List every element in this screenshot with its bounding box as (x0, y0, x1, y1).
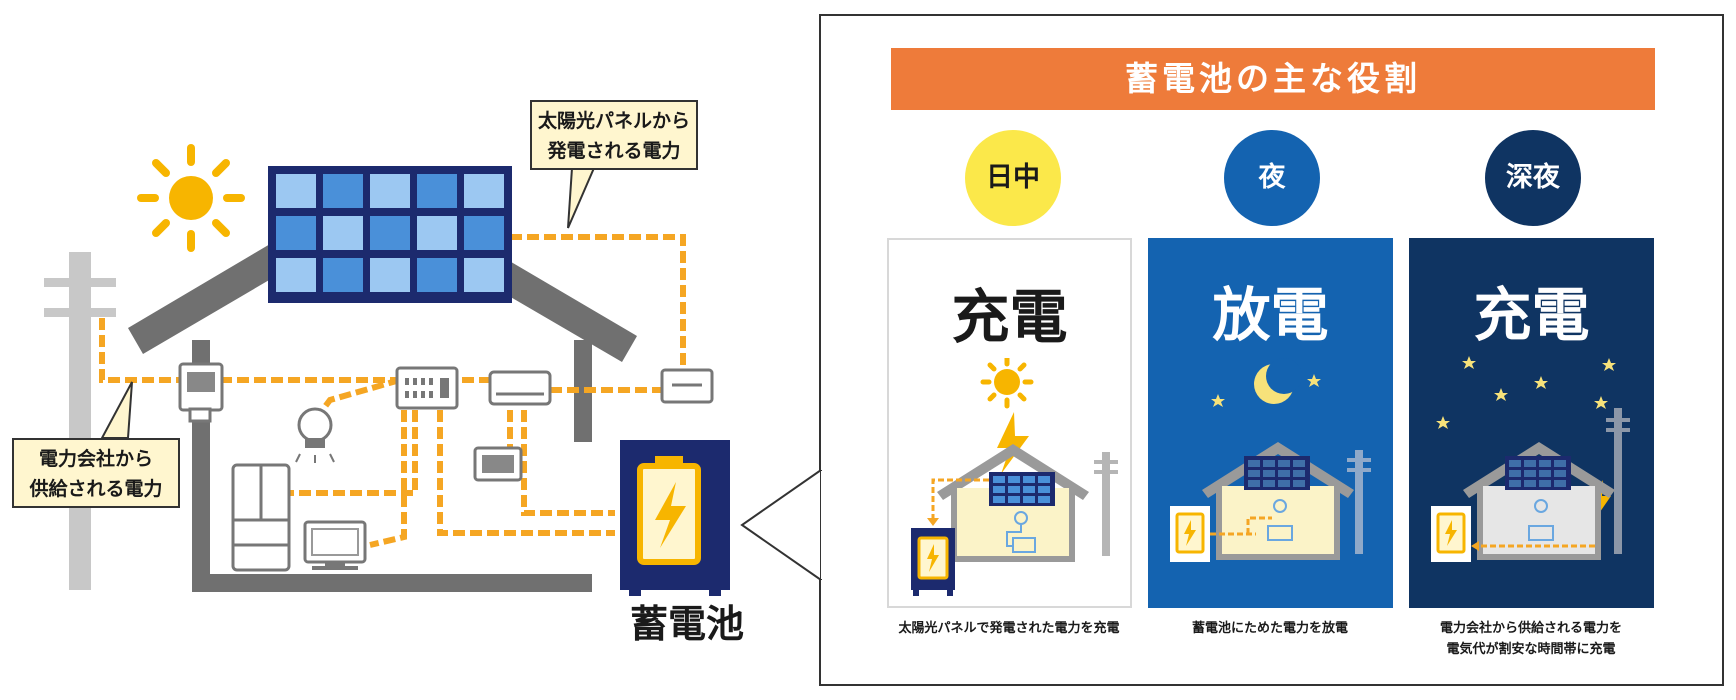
caption-night-line-1: 蓄電池にためた電力を放電 (1191, 621, 1348, 636)
daytime-illustration (911, 358, 1118, 596)
panel-pointer (740, 470, 827, 580)
stars-icon (1436, 356, 1616, 429)
utility-pole-icon (1606, 408, 1630, 554)
utility-pole-icon (1347, 450, 1371, 554)
solar-cell (323, 216, 363, 250)
card-night-title: 放電 (1212, 281, 1329, 349)
time-badge-night: 夜 (1224, 130, 1320, 226)
solar-cell (323, 174, 363, 208)
card-midnight-title: 充電 (1473, 281, 1590, 349)
distribution-board-icon (395, 366, 459, 410)
grid-callout-tail (100, 381, 133, 439)
time-badge-daytime: 日中 (965, 130, 1061, 226)
solar-cell (323, 258, 363, 292)
night-illustration (1170, 358, 1371, 562)
solar-power-callout: 太陽光パネルから 発電される電力 (530, 100, 698, 170)
storage-battery-icon (1170, 506, 1210, 562)
utility-pole-icon (1094, 452, 1118, 556)
solar-panel-icon (268, 166, 512, 303)
solar-cell (370, 174, 410, 208)
solar-cell (417, 216, 457, 250)
solar-cell (276, 216, 316, 250)
storage-battery-icon (620, 440, 730, 596)
storage-battery-icon (1431, 506, 1471, 562)
solar-callout-line-2: 発電される電力 (547, 140, 681, 162)
midnight-illustration (1431, 356, 1630, 562)
caption-daytime: 太陽光パネルで発電された電力を充電 (879, 618, 1139, 639)
storage-battery-icon (911, 528, 955, 596)
caption-daytime-line-1: 太陽光パネルで発電された電力を充電 (898, 621, 1120, 636)
solar-cell (370, 258, 410, 292)
card-daytime-title: 充電 (951, 283, 1068, 351)
utility-pole-icon (44, 252, 116, 590)
card-night-discharge: 放電 (1148, 238, 1393, 608)
solar-cell (276, 174, 316, 208)
card-daytime-charge: 充電 (887, 238, 1132, 608)
card-midnight-charge: 充電 (1409, 238, 1654, 608)
solar-cell (464, 258, 504, 292)
time-badge-midnight: 深夜 (1485, 130, 1581, 226)
solar-callout-line-1: 太陽光パネルから (537, 110, 690, 132)
caption-night: 蓄電池にためた電力を放電 (1140, 618, 1400, 639)
solar-cell (276, 258, 316, 292)
light-bulb-icon (295, 407, 335, 463)
television-icon (303, 520, 367, 570)
caption-midnight-line-1: 電力会社から供給される電力を (1439, 621, 1622, 636)
battery-label: 蓄電池 (630, 602, 745, 646)
grid-callout-line-2: 供給される電力 (29, 478, 163, 500)
roles-title: 蓄電池の主な役割 (891, 48, 1655, 110)
control-panel-icon (473, 446, 523, 482)
sun-icon (137, 144, 245, 252)
solar-cell (417, 174, 457, 208)
refrigerator-icon (231, 463, 291, 572)
power-meter-icon (178, 362, 224, 423)
caption-midnight: 電力会社から供給される電力を 電気代が割安な時間帯に充電 (1401, 618, 1661, 660)
solar-cell (464, 174, 504, 208)
solar-cell (464, 216, 504, 250)
solar-cell (417, 258, 457, 292)
grid-callout-line-1: 電力会社から (38, 448, 153, 470)
power-conditioner-icon (660, 368, 714, 404)
stars-icon (1211, 374, 1321, 407)
grid-power-callout: 電力会社から 供給される電力 (12, 438, 180, 508)
moon-icon (1254, 358, 1302, 404)
sun-icon (980, 358, 1034, 409)
solar-cell (370, 216, 410, 250)
air-conditioner-icon (488, 370, 552, 406)
solar-callout-tail (567, 167, 596, 229)
lightning-icon (997, 412, 1029, 474)
caption-midnight-line-2: 電気代が割安な時間帯に充電 (1446, 642, 1616, 657)
